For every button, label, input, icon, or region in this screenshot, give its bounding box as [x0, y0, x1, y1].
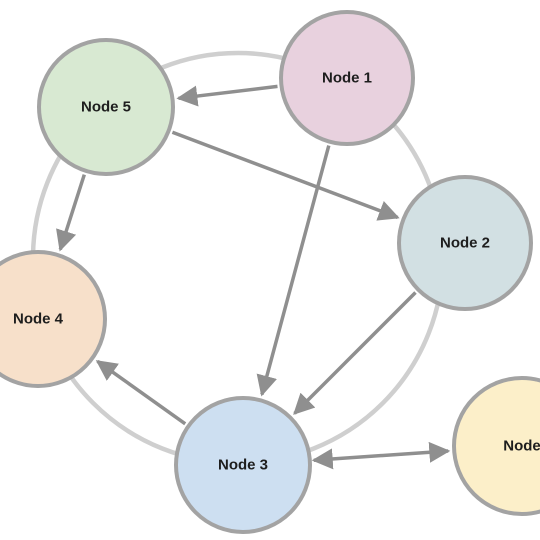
- node-n4[interactable]: Node 4: [0, 250, 107, 388]
- node-circle: [397, 175, 533, 311]
- node-label: Node 2: [440, 235, 490, 252]
- node-label: Node: [503, 438, 540, 455]
- node-n3[interactable]: Node 3: [174, 396, 312, 534]
- node-n1[interactable]: Node 1: [279, 10, 415, 146]
- node-circle: [174, 396, 312, 534]
- edge-n5-n2: [171, 130, 400, 221]
- node-label: Node 5: [81, 99, 131, 116]
- edge-n1-n5: [176, 84, 278, 107]
- node-n5[interactable]: Node 5: [37, 38, 175, 176]
- edge-n2-n3: [293, 291, 417, 415]
- edges: [56, 84, 451, 470]
- node-circle: [37, 38, 175, 176]
- edge-n5-n4: [56, 174, 86, 252]
- edge-n3-n6: [311, 441, 451, 470]
- node-n2[interactable]: Node 2: [397, 175, 533, 311]
- edge-n3-n4: [95, 359, 187, 426]
- edge-n1-n3: [256, 145, 331, 397]
- node-label: Node 1: [322, 70, 372, 87]
- node-label: Node 4: [13, 311, 64, 328]
- node-circle: [0, 250, 107, 388]
- node-label: Node 3: [218, 457, 268, 474]
- nodes: Node 1 Node 2 Node 3 Node 4 Node 5 Node: [0, 10, 540, 534]
- node-circle: [279, 10, 415, 146]
- node-n6[interactable]: Node: [452, 376, 540, 516]
- node-circle: [452, 376, 540, 516]
